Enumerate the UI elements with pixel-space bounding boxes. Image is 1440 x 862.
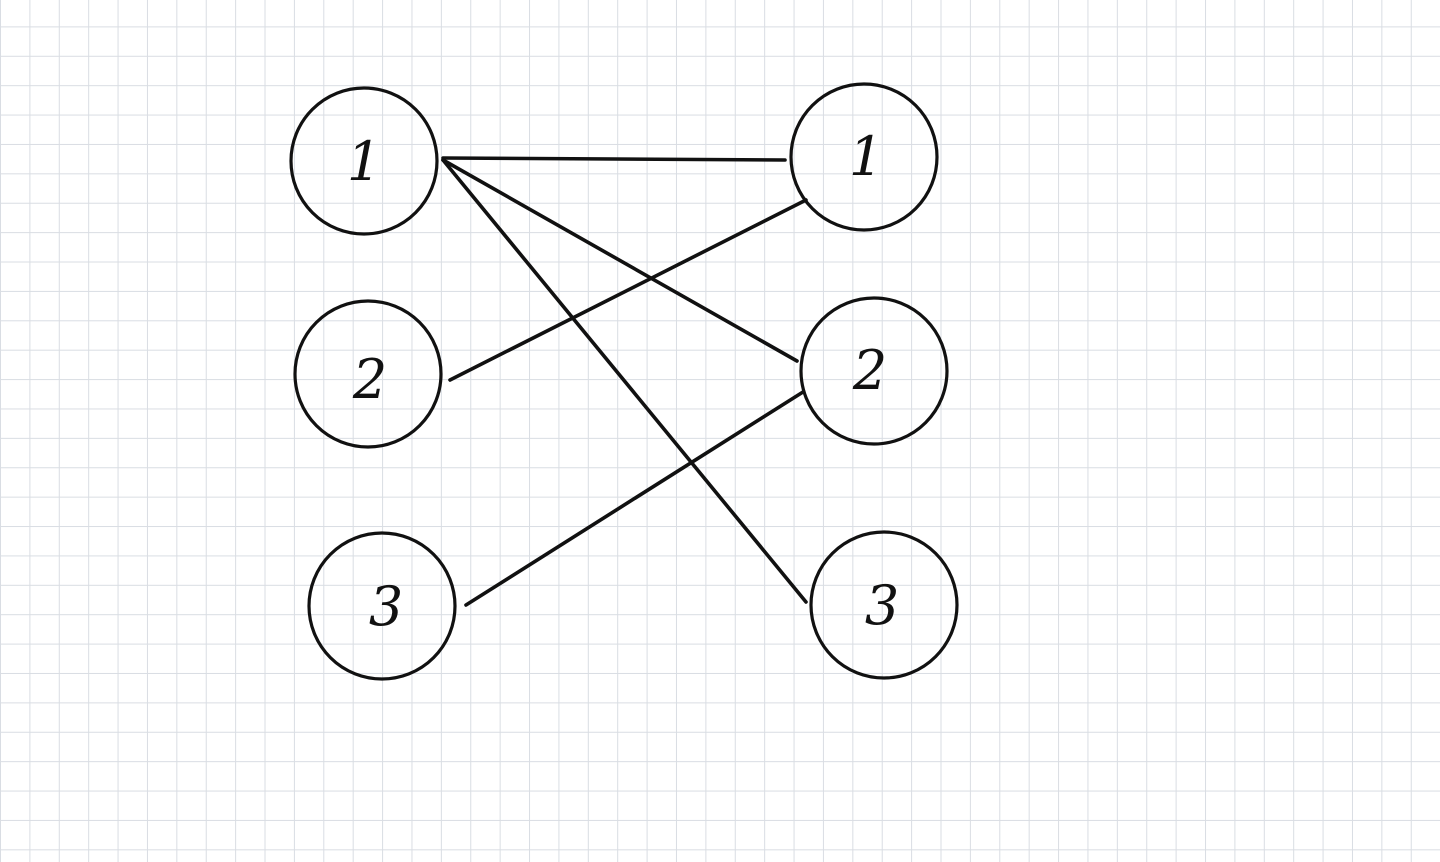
left-node-3-circle: [307, 531, 457, 681]
left-node-1-label: 1: [347, 130, 381, 193]
left-node-1-circle: [289, 86, 439, 236]
right-node-1-circle: [789, 82, 939, 232]
right-node-3-circle: [809, 530, 959, 680]
right-node-2: 2: [799, 296, 949, 446]
left-node-2: 2: [293, 299, 443, 449]
left-node-3: 3: [307, 531, 457, 681]
edges: [441, 156, 808, 607]
left-node-2-circle: [293, 299, 443, 449]
left-node-1: 1: [289, 86, 439, 236]
edge-left-1-right-3: [441, 158, 808, 604]
edge-left-3-right-2: [464, 390, 805, 607]
right-node-1: 1: [789, 82, 939, 232]
edge-left-2-right-1: [448, 198, 808, 382]
edge-left-1-right-1: [441, 156, 787, 162]
left-node-3-label: 3: [369, 575, 403, 638]
left-node-2-label: 2: [352, 348, 387, 411]
right-node-1-label: 1: [849, 125, 883, 188]
edge-left-1-right-2: [441, 158, 799, 363]
right-node-3: 3: [809, 530, 959, 680]
right-node-2-label: 2: [852, 339, 887, 402]
right-node-3-label: 3: [865, 574, 899, 637]
right-node-2-circle: [799, 296, 949, 446]
